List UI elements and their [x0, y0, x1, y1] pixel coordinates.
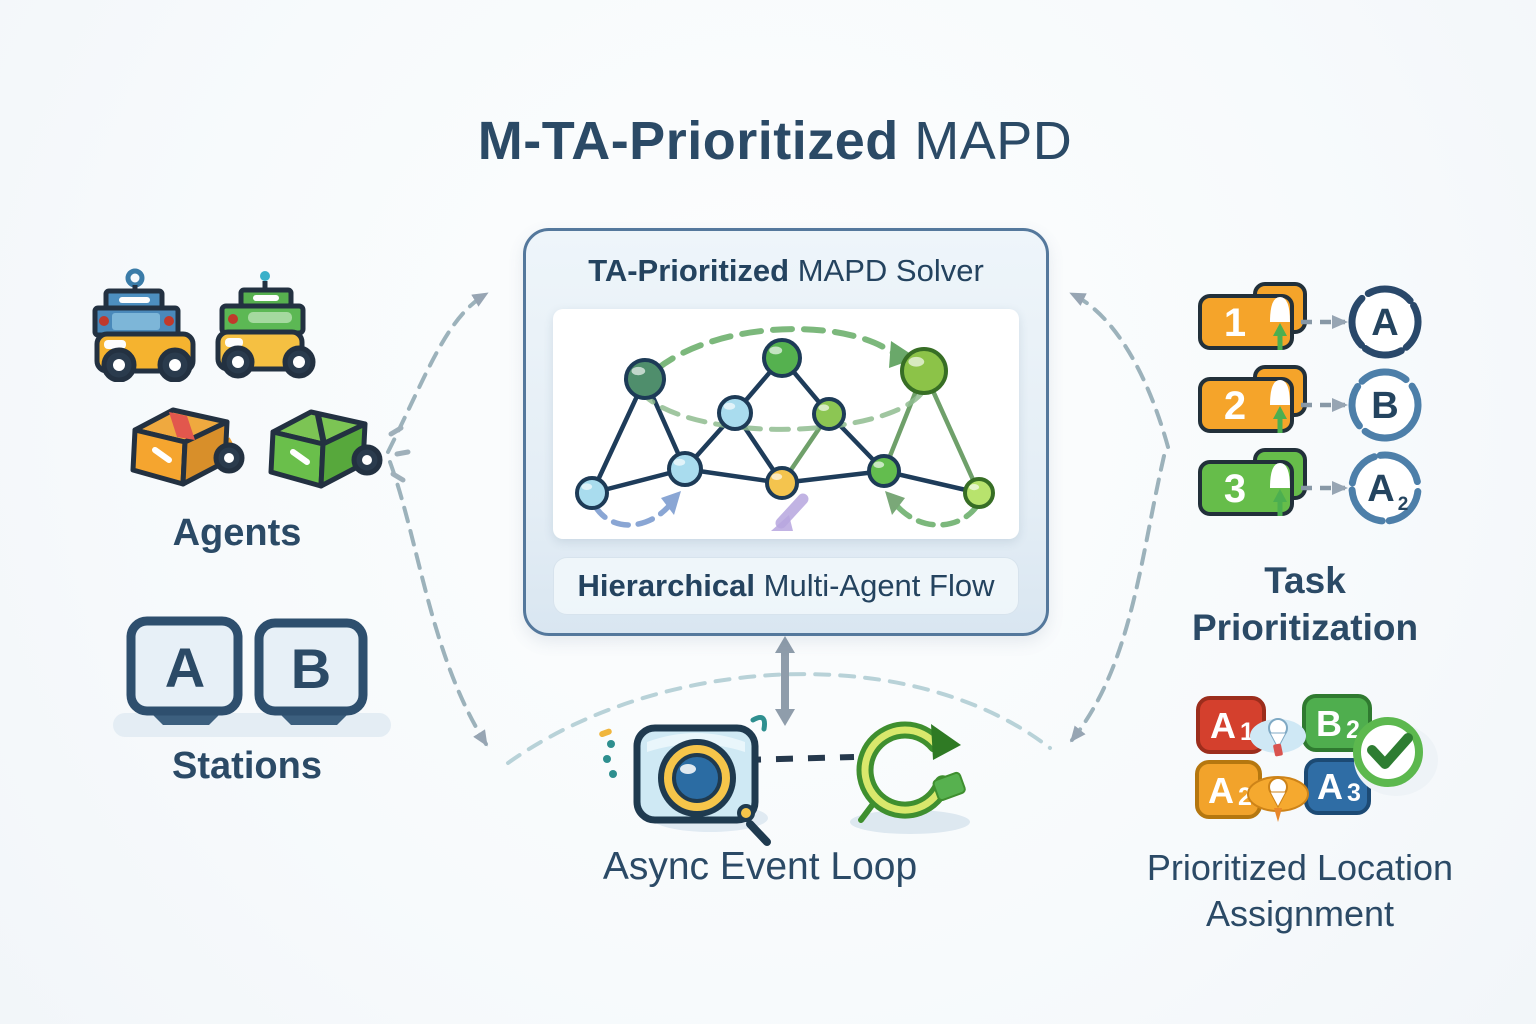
network-panel — [553, 309, 1019, 539]
motion-dashes — [388, 425, 411, 483]
tile-b2: B 2 — [1302, 694, 1372, 752]
graph-nodes — [575, 338, 995, 510]
task-row-1: 1 A — [1198, 282, 1422, 359]
graph-edge — [779, 468, 887, 486]
graph-node-big-green — [900, 347, 948, 395]
async-event-loop-label: Async Event Loop — [602, 845, 918, 888]
robot-blue-icon — [92, 268, 196, 382]
target-circle — [1348, 451, 1422, 525]
target-letter: B — [1371, 385, 1398, 427]
task-row-2: 2 B — [1198, 365, 1422, 442]
task-number: 3 — [1224, 467, 1246, 511]
graph-node-green-mid — [812, 397, 846, 431]
graph-node-highlight — [873, 461, 885, 468]
green-arrowhead — [889, 341, 917, 368]
station-b-letter: B — [291, 637, 331, 700]
graph-node-green-low — [867, 454, 901, 488]
stations-label: Stations — [172, 745, 322, 787]
page-title: M-TA-Prioritized MAPD — [0, 110, 1536, 172]
graph-node-dark-green — [624, 358, 666, 400]
double-arrow-solver-loop — [775, 636, 795, 726]
prioritized-location-assignment-label: Prioritized Location Assignment — [1146, 847, 1454, 935]
task-number: 2 — [1224, 384, 1246, 428]
bell-icon — [1270, 463, 1290, 488]
svg-text:B: B — [1316, 703, 1342, 744]
green-arrowhead-2 — [885, 491, 905, 515]
solver-box: TA-Prioritized MAPD Solver — [523, 228, 1049, 636]
async-loop-icons — [599, 715, 970, 846]
graph-node-lgreen-right — [963, 477, 995, 509]
target-circle — [1348, 285, 1422, 359]
flow-bar-bold: Hierarchical — [577, 568, 756, 603]
location-pin-orange-icon — [1247, 776, 1309, 822]
svg-text:3: 3 — [1347, 779, 1361, 807]
solver-title-regular: MAPD Solver — [789, 253, 984, 288]
robot-icons — [92, 268, 316, 382]
task-prioritization-label: Task Prioritization — [1191, 560, 1419, 649]
graph-flow-arrows — [592, 326, 980, 531]
page-title-bold: M-TA-Prioritized — [477, 111, 899, 171]
arrow-tasks-to-solver — [1069, 292, 1170, 449]
agents-label: Agents — [172, 512, 302, 554]
purple-arrowhead — [771, 515, 793, 531]
graph-node-green-top — [762, 338, 802, 378]
station-icons: A B — [113, 616, 391, 737]
graph-node-highlight — [723, 402, 736, 410]
target-letter-subscript: 2 — [1398, 494, 1409, 515]
graph-node-blue-left — [575, 476, 609, 510]
box-cart-orange-icon — [130, 407, 245, 487]
solver-title-bold: TA-Prioritized — [588, 253, 790, 288]
bell-icon — [1270, 380, 1290, 405]
graph-node-highlight — [673, 458, 686, 466]
graph-node-highlight — [581, 483, 593, 490]
arrow-agents-to-loop — [388, 460, 488, 747]
graph-node-blue-mid — [717, 395, 753, 431]
graph-node-highlight — [908, 356, 925, 367]
station-a-icon: A — [126, 616, 243, 716]
target-letter: A — [1367, 468, 1394, 510]
task-row-3: 3 A 2 — [1198, 448, 1422, 525]
blue-arrowhead — [661, 491, 681, 515]
bell-icon — [1270, 297, 1290, 322]
graph-node-highlight — [631, 366, 646, 376]
station-a-letter: A — [165, 636, 205, 699]
arc-loop-span — [506, 672, 1052, 765]
solver-title: TA-Prioritized MAPD Solver — [526, 253, 1046, 289]
robot-green-icon — [215, 271, 316, 379]
graph-node-blue-low — [667, 451, 703, 487]
agent-graph — [575, 326, 995, 531]
task-number: 1 — [1224, 301, 1246, 345]
graph-node-highlight — [969, 484, 980, 491]
svg-text:A: A — [1317, 766, 1343, 807]
box-cart-icons — [130, 407, 411, 489]
location-pin-blue-icon — [1250, 718, 1306, 757]
station-b-icon: B — [254, 618, 368, 716]
target-circle — [1348, 368, 1422, 442]
task-tag — [1198, 294, 1294, 350]
arrow-tasks-to-loop — [1070, 454, 1166, 743]
graph-node-highlight — [818, 404, 830, 411]
refresh-loop-icon — [856, 721, 966, 823]
task-tag — [1198, 460, 1294, 516]
svg-text:A: A — [1210, 705, 1236, 746]
tile-a2: A 2 — [1195, 760, 1262, 819]
loop-shadow — [850, 810, 970, 834]
assignment-tiles: A 1 B 2 A 2 A 3 — [1195, 694, 1438, 822]
graph-node-highlight — [769, 346, 783, 355]
magnifier-icon — [599, 715, 771, 846]
flow-bar-regular: Multi-Agent Flow — [755, 568, 995, 603]
svg-text:A: A — [1208, 770, 1234, 811]
task-tag — [1198, 377, 1294, 433]
graph-node-highlight — [771, 473, 783, 480]
loop-arrowhead — [931, 724, 961, 760]
page-title-regular: MAPD — [898, 111, 1073, 171]
graph-node-yellow — [765, 466, 799, 500]
arrow-agents-to-solver — [386, 292, 489, 454]
box-cart-green-icon — [268, 409, 383, 489]
flow-bar: Hierarchical Multi-Agent Flow — [553, 557, 1019, 615]
target-letter: A — [1371, 302, 1398, 344]
check-circle-icon — [1353, 717, 1438, 796]
